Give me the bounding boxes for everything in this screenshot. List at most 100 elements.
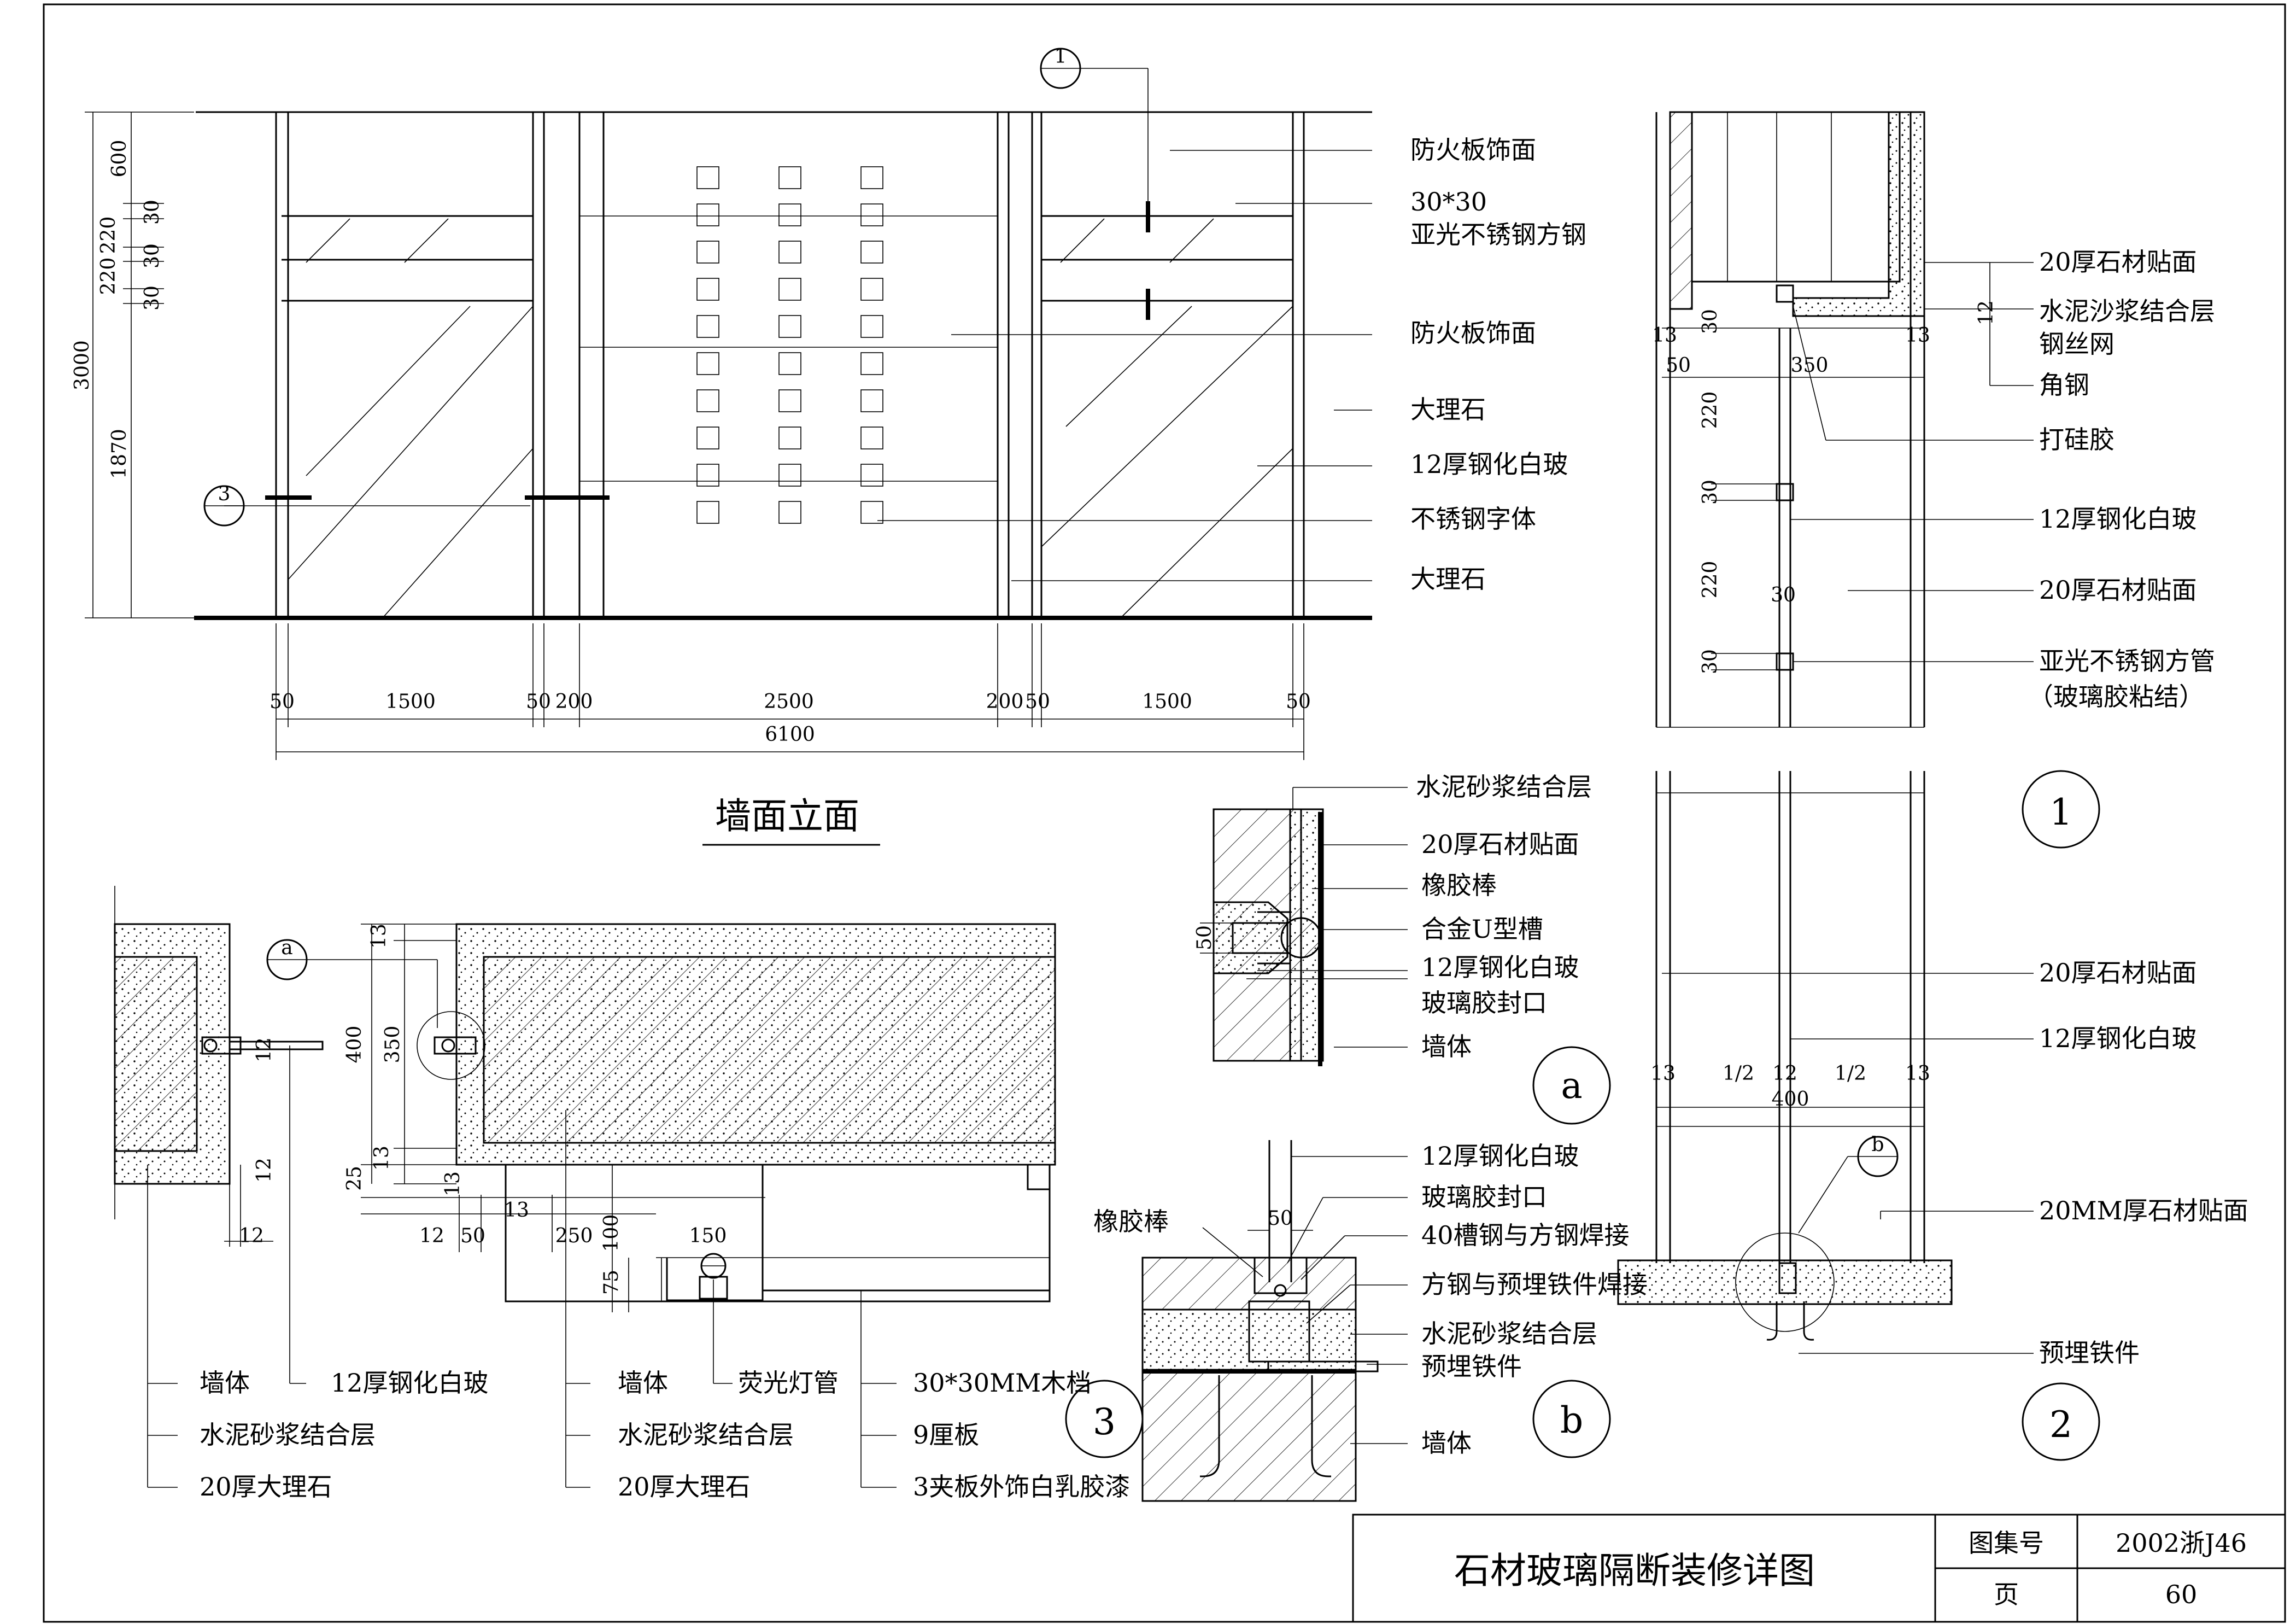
s3-label-glass: 12厚钢化白玻 [331,1368,489,1398]
s1-dim-30d: 30 [1771,584,1796,606]
elev-vdim-30c: 30 [141,285,163,311]
s3-bubble-a: a [281,937,292,959]
s3-dim-25: 25 [343,1166,366,1191]
s1-dim-50: 50 [1666,354,1691,377]
s1-label-mesh: 钢丝网 [2039,329,2115,359]
s3-dim-13c: 13 [442,1171,464,1196]
da-label-mortar: 水泥砂浆结合层 [1416,772,1592,802]
s1-label-silicone: 打硅胶 [2039,425,2115,454]
elev-label-letters: 不锈钢字体 [1410,504,1536,534]
elev-label-tube-size: 30*30 [1410,187,1487,217]
da-label-seal: 玻璃胶封口 [1421,988,1547,1018]
section-3: a 13 400 350 25 13 [114,886,1144,1502]
elevation-title: 墙面立面 [715,795,859,837]
s1-dim-220b: 220 [1699,561,1721,599]
elev-dim-total: 6100 [765,723,815,746]
section-1-id: 1 [2049,791,2072,833]
elev-dim-1: 1500 [385,691,436,713]
s1-dim-13a: 13 [1652,324,1677,347]
da-label-rod: 橡胶棒 [1421,871,1497,900]
db-dim-50: 50 [1268,1207,1293,1230]
s1-dim-30b: 30 [1699,480,1721,505]
letter-grid [696,166,883,524]
s3-label-batten: 30*30MM木档 [913,1368,1091,1398]
db-label-weld: 方钢与预埋铁件焊接 [1421,1270,1648,1299]
db-label-embed: 预埋铁件 [1421,1352,1522,1381]
db-label-seal: 玻璃胶封口 [1421,1182,1547,1212]
s1-label-mortar: 水泥沙浆结合层 [2039,296,2215,326]
detail-b-id: b [1560,1399,1583,1441]
s1-dim-30c: 30 [1699,649,1721,674]
elev-vdim-220a: 220 [97,217,120,254]
s2-label-stone: 20厚石材贴面 [2039,958,2197,988]
db-label-mortar: 水泥砂浆结合层 [1421,1319,1597,1348]
s2-dim-13a: 13 [1650,1062,1676,1085]
da-label-stone: 20厚石材贴面 [1421,829,1579,859]
s1-dim-12: 12 [1975,300,1998,325]
elevation-bubble-3: 3 [218,483,231,505]
s1-label-glue: （玻璃胶粘结） [2028,682,2204,711]
atlas-number: 2002浙J46 [2116,1528,2247,1558]
s3-dim-13a: 13 [368,924,390,949]
elev-vdim-220b: 220 [97,258,120,295]
atlas-label: 图集号 [1969,1528,2044,1558]
s1-label-angle: 角钢 [2039,370,2089,400]
s2-dim-half-a: 1/2 [1723,1062,1754,1085]
section-1: 20厚石材贴面 水泥沙浆结合层 钢丝网 角钢 打硅胶 12厚钢化白玻 20厚石材… [1652,111,2215,849]
s3-dim-400: 400 [343,1026,366,1064]
elev-dim-4: 2500 [764,691,814,713]
s3-dim-150: 150 [689,1225,727,1247]
elev-vdim-1870: 1870 [108,429,131,479]
title-block: 石材玻璃隔断装修详图 图集号 2002浙J46 页 60 [1352,1514,2286,1623]
s2-dim-12: 12 [1772,1062,1797,1085]
s3-label-marble-2: 20厚大理石 [618,1472,751,1502]
detail-b: 50 12厚钢化白玻 玻璃胶封口 40槽钢与方钢焊接 方钢与预埋铁件焊接 水泥砂… [1093,1140,1648,1502]
s2-bubble-b: b [1871,1134,1884,1156]
s3-label-marble: 20厚大理石 [200,1472,332,1502]
elev-label-marble-1: 大理石 [1410,395,1486,424]
s2-dim-13b: 13 [1905,1062,1930,1085]
s1-dim-350: 350 [1791,354,1829,377]
elev-vdim-30b: 30 [141,243,163,268]
s3-dim-75: 75 [600,1270,623,1295]
s3-dim-13d: 13 [504,1199,529,1222]
s3-dim-12b: 12 [253,1158,276,1183]
section-3-id: 3 [1093,1401,1116,1443]
page-number: 60 [2165,1580,2198,1609]
db-label-glass: 12厚钢化白玻 [1421,1141,1579,1171]
s1-label-stone: 20厚石材贴面 [2039,247,2197,277]
detail-a-id: a [1561,1065,1582,1107]
detail-a: 50 水泥砂浆结合层 20厚石材贴面 橡胶棒 合金U型槽 12厚钢化白玻 玻璃胶… [1193,772,1611,1125]
da-dim-50: 50 [1193,925,1216,950]
s3-dim-13b: 13 [371,1146,393,1171]
s3-label-paint: 3夹板外饰白乳胶漆 [913,1472,1130,1502]
s2-dim-400: 400 [1772,1088,1809,1111]
s3-dim-350: 350 [382,1026,404,1064]
section-2: b 20厚石材贴面 12厚钢化白玻 20MM厚石材贴面 预埋铁件 13 1/2 … [1617,771,2248,1461]
s2-label-glass: 12厚钢化白玻 [2039,1024,2197,1053]
s3-dim-250: 250 [555,1225,593,1247]
s3-label-mortar-2: 水泥砂浆结合层 [618,1420,794,1450]
da-label-channel: 合金U型槽 [1421,914,1543,944]
s3-label-lamp: 荧光灯管 [738,1368,839,1398]
elev-dim-3: 200 [555,691,593,713]
s1-label-glass: 12厚钢化白玻 [2039,504,2197,534]
s2-dim-half-b: 1/2 [1835,1062,1866,1085]
sheet-border [43,3,2286,1623]
s1-dim-220a: 220 [1699,392,1721,429]
elev-dim-8: 50 [1286,691,1311,713]
page-label: 页 [1994,1580,2019,1609]
sheet-title: 石材玻璃隔断装修详图 [1454,1550,1815,1592]
s2-label-stone-20mm: 20MM厚石材贴面 [2039,1196,2248,1225]
elev-dim-2: 50 [526,691,551,713]
s1-dim-13b: 13 [1905,324,1930,347]
da-label-wall: 墙体 [1421,1032,1472,1061]
elev-label-fireboard-2: 防火板饰面 [1410,318,1536,348]
s1-dim-30a: 30 [1699,309,1721,334]
s3-dim-12d: 12 [419,1225,444,1247]
s3-dim-50: 50 [460,1225,485,1247]
s1-label-stone-2: 20厚石材贴面 [2039,575,2197,605]
s3-dim-100: 100 [600,1214,623,1252]
elev-vdim-600: 600 [108,140,131,178]
